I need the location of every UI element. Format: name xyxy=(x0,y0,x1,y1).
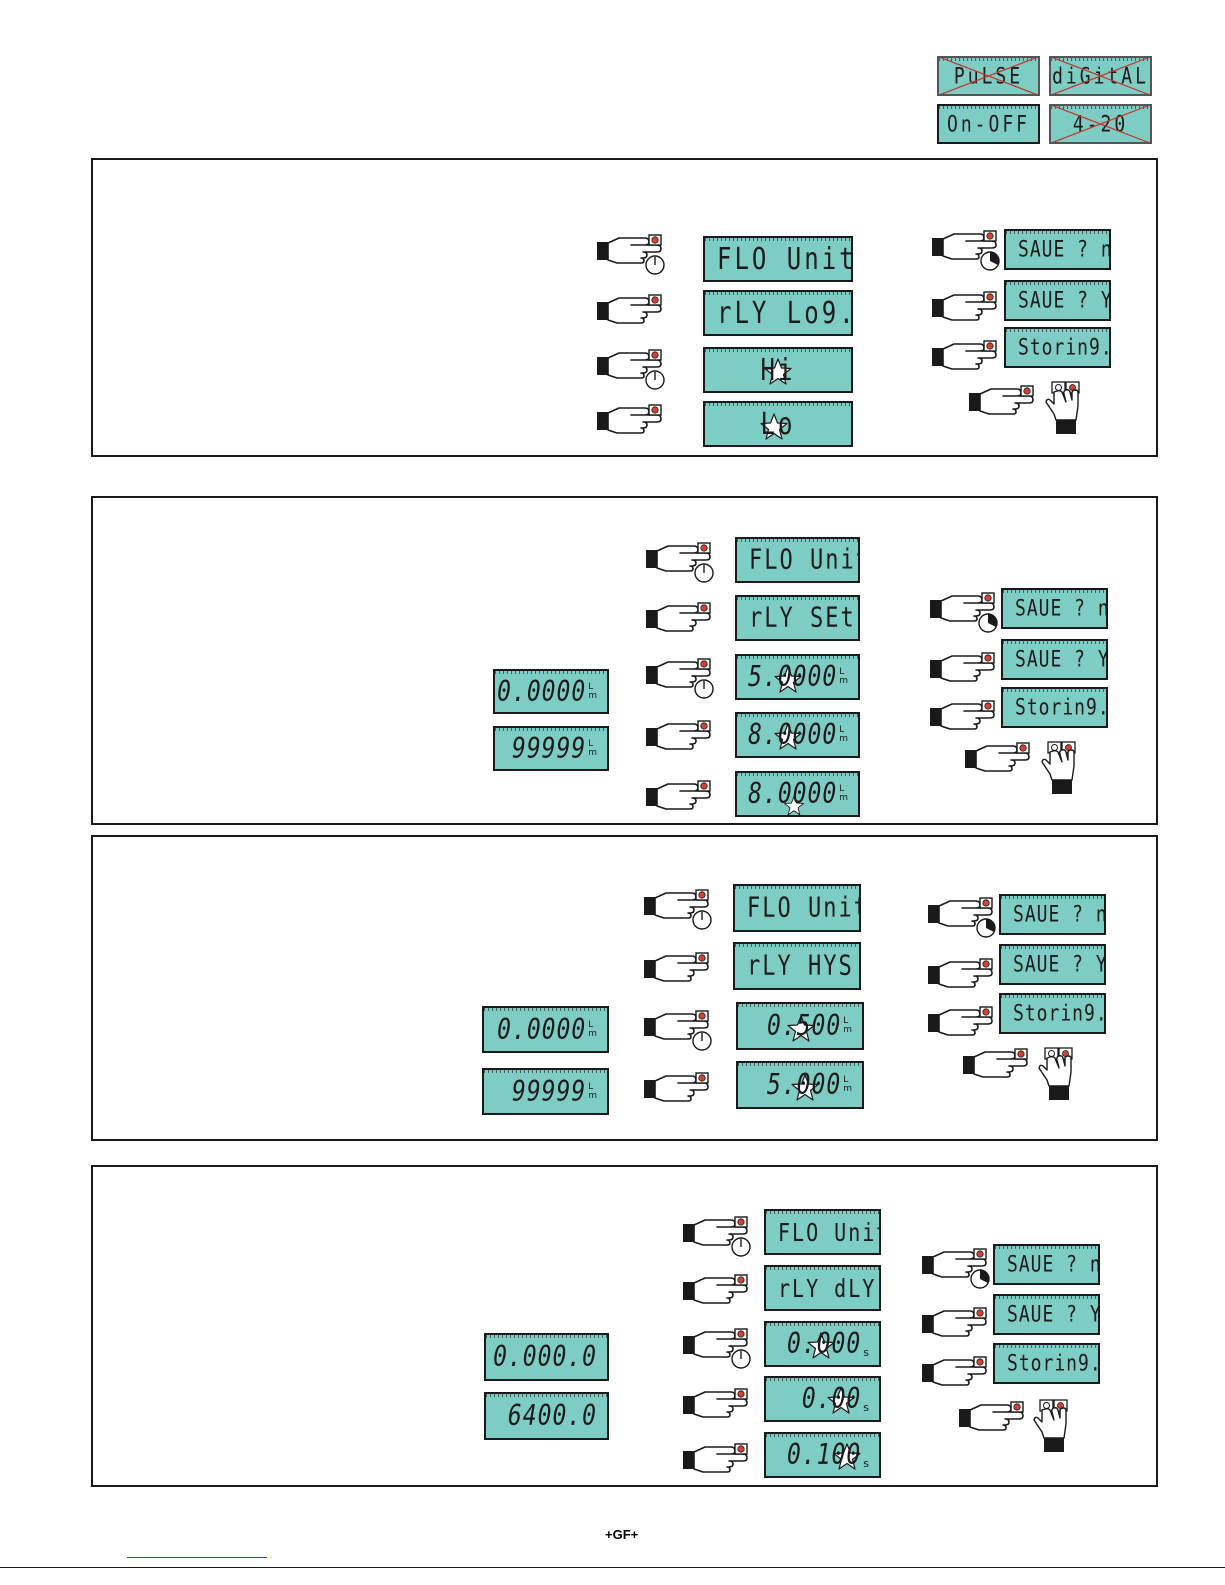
lcd-rly-dly: rLY dLY xyxy=(764,1265,881,1311)
lcd-storing: Storin9. . xyxy=(993,1343,1100,1384)
hand-press-hold-icon xyxy=(597,347,669,391)
hand-press-icon xyxy=(930,698,1002,738)
hand-press-two-buttons-icon xyxy=(1040,740,1084,796)
hand-press-icon xyxy=(683,1441,755,1481)
hand-press-hold-icon xyxy=(683,1214,755,1258)
hand-press-icon xyxy=(932,338,1004,378)
section-relay-hysteresis xyxy=(91,835,1158,1141)
hand-press-hold-icon xyxy=(932,228,1004,272)
lcd-save-n: SAUE ? n xyxy=(1004,229,1111,270)
hand-press-icon xyxy=(965,740,1037,780)
hand-press-hold-icon xyxy=(597,232,669,276)
lcd-delay-000: 0.00 s xyxy=(764,1376,881,1422)
hand-press-two-buttons-icon xyxy=(1032,1398,1076,1454)
lcd-save-y: SAUE ? Y xyxy=(1001,639,1108,680)
lcd-save-y: SAUE ? Y xyxy=(999,944,1106,985)
lcd-rly-hys: rLY HYS xyxy=(733,942,861,990)
hand-press-icon xyxy=(597,292,669,332)
hand-press-icon xyxy=(959,1399,1031,1439)
lcd-delay-0100: 0.100 s xyxy=(764,1432,881,1478)
lcd-storing: Storin9. . xyxy=(999,993,1106,1034)
lcd-save-y: SAUE ? Y xyxy=(993,1294,1100,1335)
hand-press-icon xyxy=(644,950,716,990)
lcd-flo-unit: FLO Unit xyxy=(703,236,853,282)
hand-press-icon xyxy=(683,1272,755,1312)
section-relay-delay xyxy=(91,1165,1158,1487)
hand-press-icon xyxy=(922,1354,994,1394)
lcd-range-max: 6400.0 xyxy=(484,1392,609,1440)
hand-press-icon xyxy=(646,718,718,758)
footer-rule xyxy=(0,1567,1225,1568)
lcd-save-y: SAUE ? Y xyxy=(1004,280,1111,321)
hand-press-icon xyxy=(930,650,1002,690)
output-mode-on-off: On-OFF xyxy=(937,104,1040,144)
lcd-storing: Storin9. . xyxy=(1001,687,1108,728)
hand-press-icon xyxy=(928,956,1000,996)
hand-press-hold-icon xyxy=(922,1246,994,1290)
lcd-save-n: SAUE ? n xyxy=(993,1244,1100,1285)
hand-press-two-buttons-icon xyxy=(1044,380,1088,436)
lcd-save-n: SAUE ? n xyxy=(999,894,1106,935)
hand-press-icon xyxy=(928,1004,1000,1044)
lcd-flo-unit: FLO Unit xyxy=(733,884,861,932)
output-mode-4-20: 4-20 xyxy=(1049,104,1152,144)
output-mode-digital: diGitAL xyxy=(1049,56,1152,96)
output-mode-pulse: PuLSE xyxy=(937,56,1040,96)
hand-press-hold-icon xyxy=(646,656,718,700)
hand-press-hold-icon xyxy=(928,895,1000,939)
hand-press-hold-icon xyxy=(644,887,716,931)
footer-link-underline xyxy=(127,1557,267,1558)
hand-press-icon xyxy=(597,402,669,442)
lcd-hi: Hi xyxy=(703,347,853,393)
lcd-rly-set: rLY SEt xyxy=(735,595,860,641)
hand-press-icon xyxy=(922,1305,994,1345)
lcd-flo-unit: FLO Unit xyxy=(735,537,860,583)
gf-logo: +GF+ xyxy=(605,1527,639,1542)
hand-press-icon xyxy=(683,1386,755,1426)
lcd-flo-unit: FLO Unit xyxy=(764,1209,881,1255)
lcd-storing: Storin9. . xyxy=(1004,327,1111,368)
hand-press-hold-icon xyxy=(930,590,1002,634)
hand-press-hold-icon xyxy=(683,1326,755,1370)
lcd-save-n: SAUE ? n xyxy=(1001,588,1108,629)
hand-press-icon xyxy=(644,1070,716,1110)
lcd-range-min: 0.000.0 xyxy=(484,1333,609,1381)
hand-press-icon xyxy=(646,600,718,640)
hand-press-two-buttons-icon xyxy=(1037,1046,1081,1102)
hand-press-icon xyxy=(646,778,718,818)
hand-press-icon xyxy=(963,1046,1035,1086)
lcd-rly-log: rLY Lo9. xyxy=(703,290,853,336)
lcd-delay-0000: 0.000 s xyxy=(764,1321,881,1367)
hand-press-hold-icon xyxy=(646,540,718,584)
hand-press-icon xyxy=(932,289,1004,329)
hand-press-icon xyxy=(969,383,1041,423)
lcd-lo: Lo xyxy=(703,401,853,447)
hand-press-hold-icon xyxy=(644,1008,716,1052)
